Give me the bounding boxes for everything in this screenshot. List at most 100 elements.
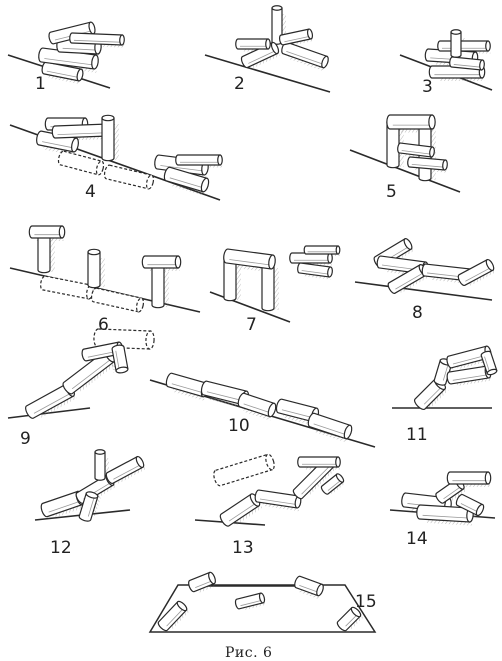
post-body [386, 122, 400, 169]
log-grain [345, 615, 357, 627]
log-body [437, 40, 489, 52]
log [307, 412, 353, 440]
log [111, 344, 129, 374]
log-end [91, 54, 99, 70]
log [237, 392, 277, 418]
log-end [135, 455, 145, 469]
log-grain [301, 270, 328, 275]
log-end [265, 453, 275, 471]
log [336, 606, 362, 632]
log [188, 571, 216, 593]
log-grain [327, 480, 341, 491]
log [397, 142, 435, 158]
post-shadow [161, 271, 169, 307]
log-grain [71, 359, 111, 390]
log-end [119, 34, 125, 46]
log-end [343, 424, 353, 440]
post-shadow [280, 14, 286, 44]
log-end [267, 402, 277, 418]
log-grain [243, 403, 270, 413]
log-body [175, 154, 221, 166]
label-14: 14 [406, 529, 428, 549]
post [101, 114, 115, 162]
log-body [446, 471, 489, 485]
log-end [115, 366, 129, 374]
dashed-log [103, 164, 155, 190]
log-grain [460, 503, 478, 512]
dashed-logs [40, 150, 275, 487]
log-end [485, 258, 495, 272]
log-end [306, 28, 314, 40]
ground-line [204, 54, 331, 93]
post [151, 261, 165, 309]
post-shadow [233, 264, 241, 300]
log-end [429, 146, 435, 158]
log-body [480, 350, 498, 375]
post-body [450, 32, 462, 58]
post [94, 449, 106, 481]
log [219, 493, 261, 527]
log [407, 156, 448, 171]
post-body [94, 452, 106, 481]
log [278, 28, 314, 46]
dashed-log [40, 275, 94, 300]
log-grain [422, 514, 468, 519]
post-shadow [111, 124, 119, 160]
log [41, 61, 84, 82]
log-end [475, 503, 485, 517]
figure-caption: Рис. 6 [225, 645, 273, 661]
log-grain [301, 465, 331, 495]
post-top [94, 449, 106, 455]
log-grain [313, 423, 346, 435]
log-end [76, 68, 84, 82]
log-end [265, 38, 271, 50]
log-grain [48, 501, 80, 513]
log [157, 600, 188, 632]
log [234, 592, 266, 610]
log-grain [166, 609, 183, 627]
log-body [105, 455, 144, 485]
log-grain [46, 70, 78, 78]
post-body [261, 262, 275, 312]
log [455, 493, 485, 517]
log-end [176, 600, 188, 612]
log-end [316, 583, 324, 597]
log-end [174, 255, 182, 269]
log [78, 491, 99, 522]
log-grain [87, 497, 95, 517]
log-grain [281, 409, 313, 418]
post-body [151, 265, 165, 309]
log [28, 225, 66, 239]
log-grain [286, 50, 323, 65]
trapezoid-outline [148, 584, 377, 633]
ground-line [209, 291, 291, 323]
log-body [51, 123, 109, 139]
log-grain [248, 50, 275, 64]
log-grain [206, 391, 243, 401]
log-grain [453, 64, 480, 68]
log-grain [169, 177, 203, 188]
post [450, 29, 462, 58]
log [163, 166, 210, 193]
log-body [91, 287, 143, 313]
post-top [271, 5, 283, 11]
log-grain [452, 374, 487, 381]
log [69, 32, 125, 46]
post-shadow [97, 258, 105, 287]
log-end [268, 254, 276, 270]
post-body [223, 258, 237, 302]
log-body [103, 164, 153, 190]
label-5: 5 [386, 182, 397, 202]
log-end [335, 245, 341, 255]
ground-line [354, 281, 493, 301]
log-grain [115, 350, 120, 369]
log-end [145, 174, 155, 190]
log-end [442, 159, 448, 171]
log [294, 575, 324, 597]
log-end [258, 592, 266, 604]
log-body [62, 349, 116, 395]
log-body [157, 601, 188, 632]
log-grain [299, 584, 318, 593]
label-8: 8 [412, 303, 423, 323]
label-4: 4 [85, 182, 96, 202]
